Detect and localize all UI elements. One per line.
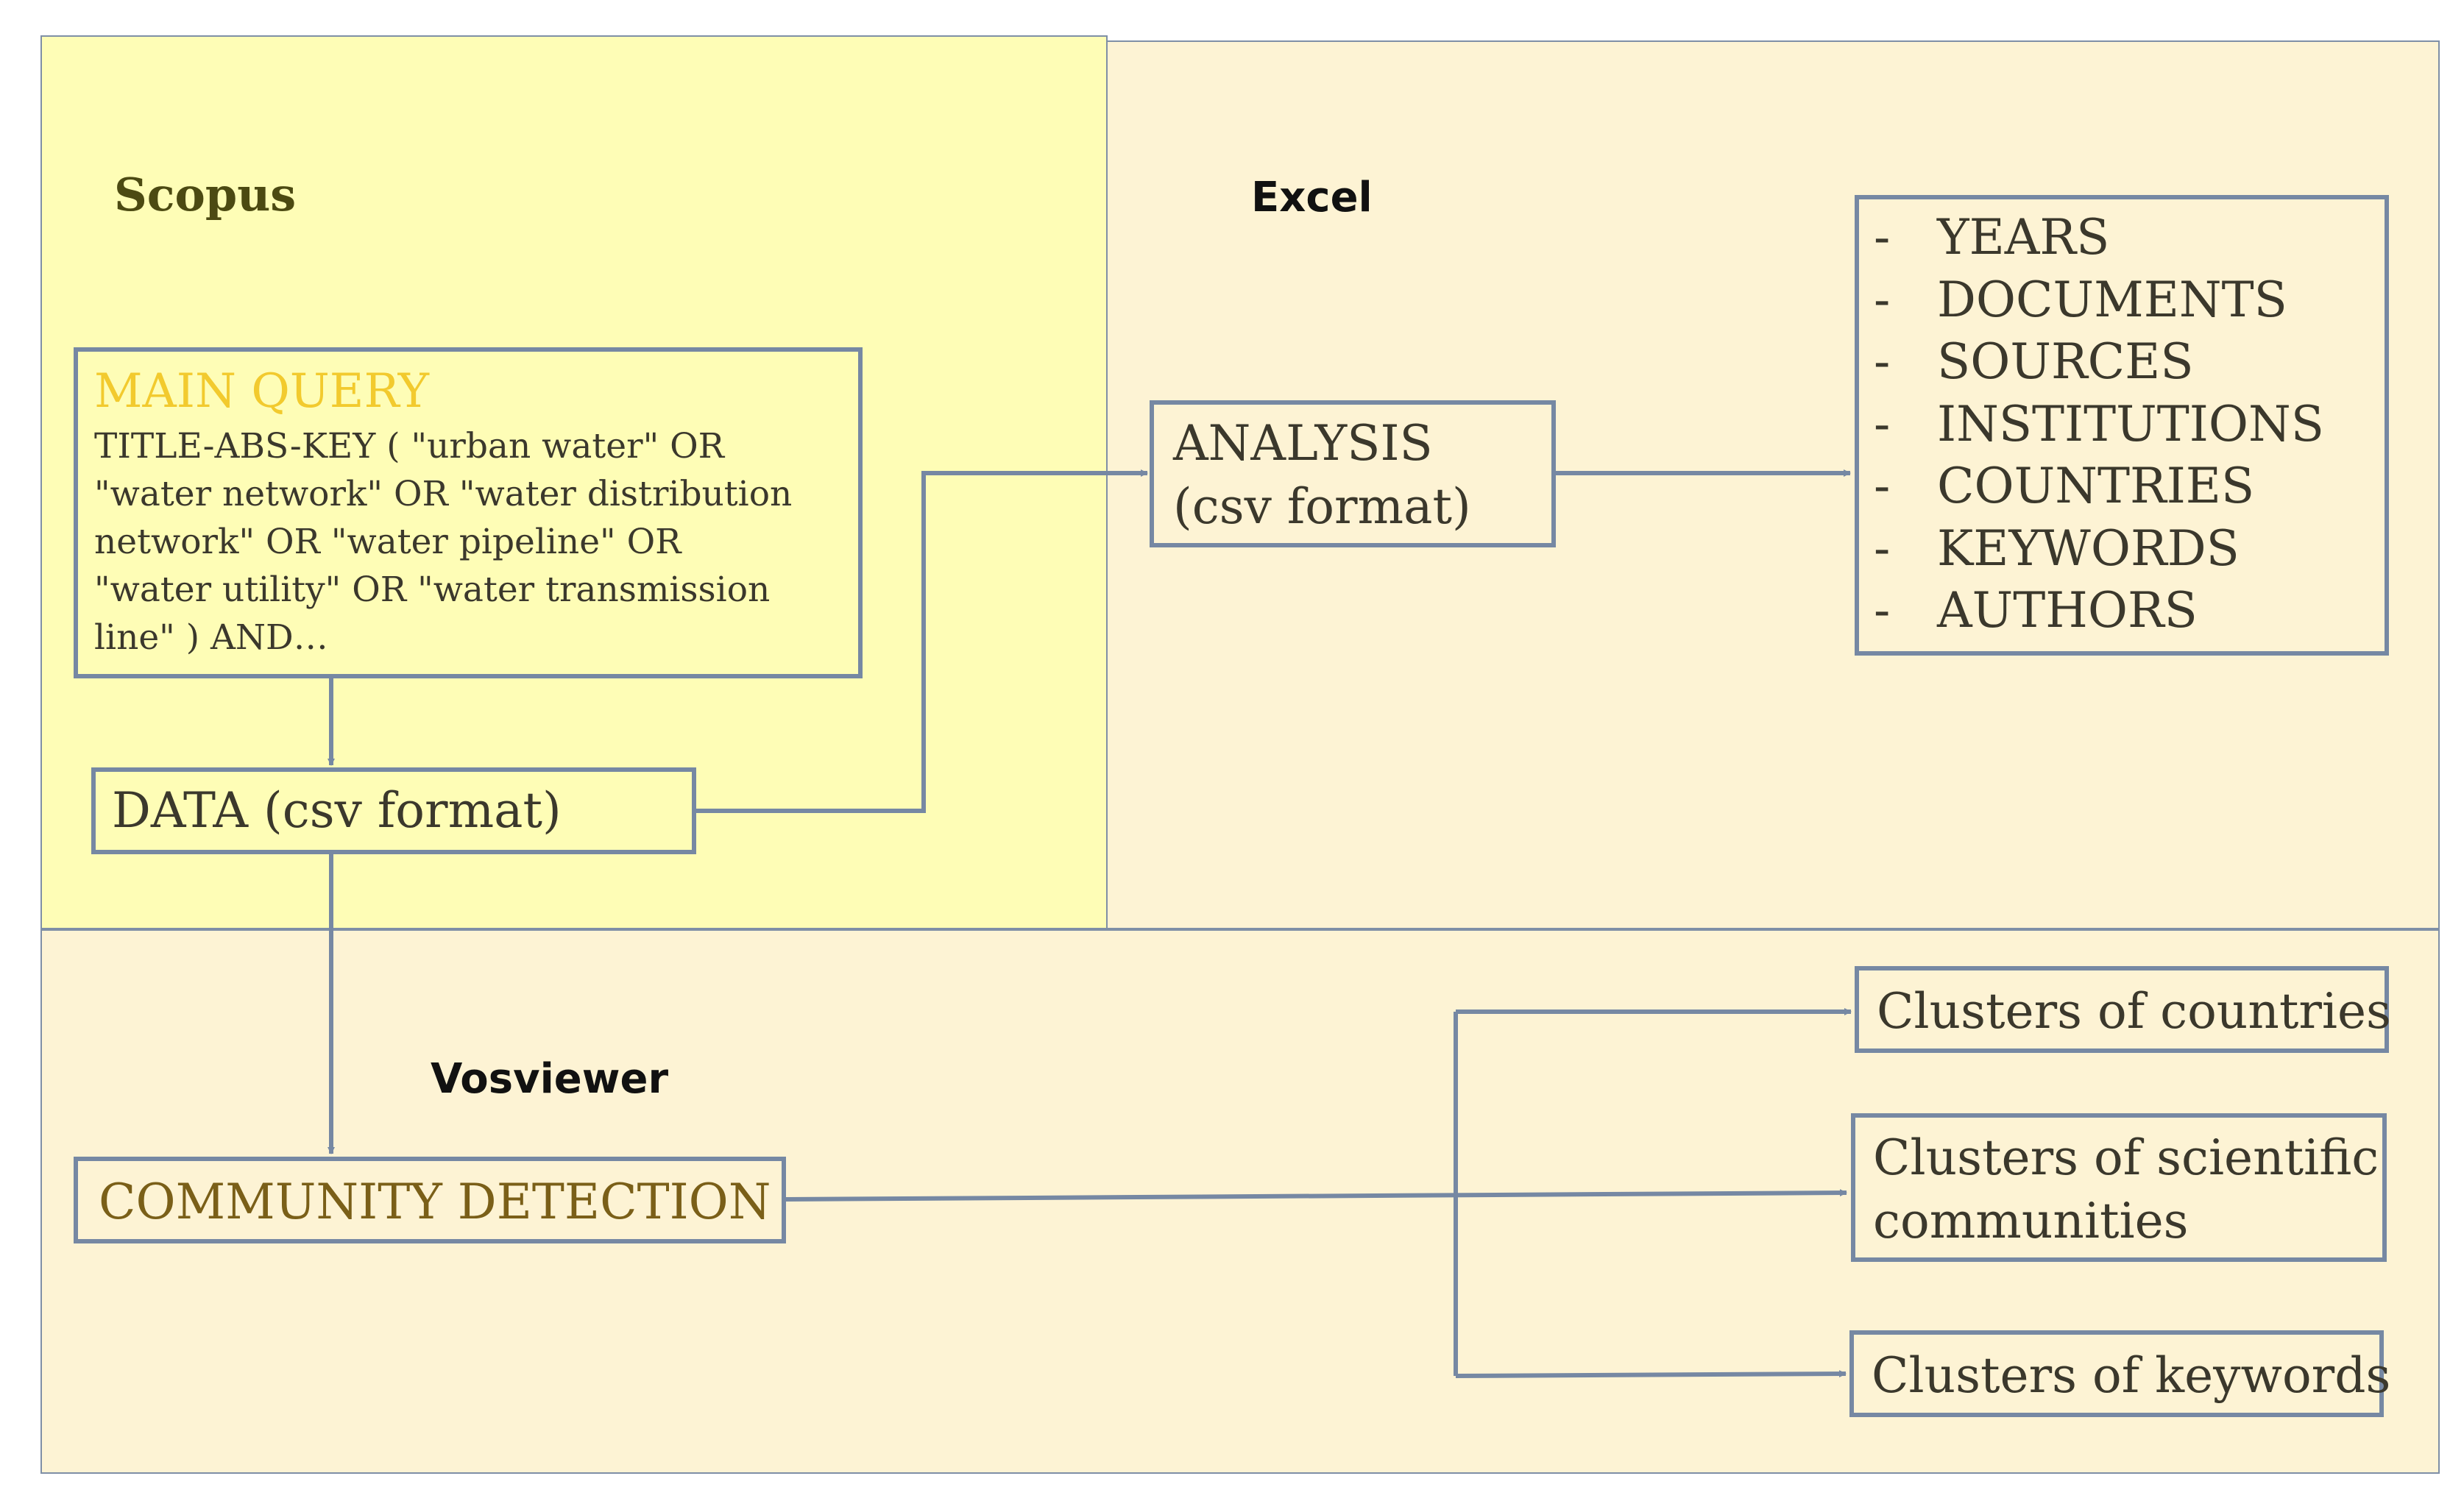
list-item: -DOCUMENTS xyxy=(1874,269,2370,332)
list-item: -KEYWORDS xyxy=(1874,518,2370,581)
clusters-keywords-box: Clusters of keywords xyxy=(1849,1330,2390,1417)
arrow-data-to-analysis xyxy=(696,469,1148,813)
list-item-documents: DOCUMENTS xyxy=(1937,271,2287,328)
scopus-title: Scopus xyxy=(114,168,297,221)
main-query-text: TITLE-ABS-KEY ( "urban water" OR "water … xyxy=(94,426,793,658)
list-item-countries: COUNTRIES xyxy=(1937,458,2255,514)
main-query-box: MAIN QUERY TITLE-ABS-KEY ( "urban water"… xyxy=(74,347,863,678)
arrow-branch-to-keywords xyxy=(1455,1370,1847,1378)
vosviewer-title: Vosviewer xyxy=(431,1055,669,1103)
list-dash: - xyxy=(1874,458,1891,514)
list-item-years: YEARS xyxy=(1937,209,2110,266)
scopus-region xyxy=(40,35,1108,929)
list-dash: - xyxy=(1874,271,1891,328)
community-detection-box: COMMUNITY DETECTION xyxy=(74,1157,786,1243)
list-item: -SOURCES xyxy=(1874,331,2370,394)
clusters-communities-line1: Clusters of scientific xyxy=(1873,1129,2379,1186)
analysis-box: ANALYSIS (csv format) xyxy=(1150,400,1556,547)
list-dash: - xyxy=(1874,395,1891,453)
clusters-countries-box: Clusters of countries xyxy=(1855,966,2391,1053)
list-dash: - xyxy=(1874,333,1891,390)
output-list-box: -YEARS -DOCUMENTS -SOURCES -INSTITUTIONS… xyxy=(1855,195,2389,656)
list-item-sources: SOURCES xyxy=(1937,333,2194,390)
excel-region xyxy=(1106,40,2440,929)
list-item: -COUNTRIES xyxy=(1874,455,2370,518)
list-item: -AUTHORS xyxy=(1874,580,2370,642)
vosviewer-region xyxy=(40,929,2440,1474)
list-item: -YEARS xyxy=(1874,207,2370,269)
list-dash: - xyxy=(1874,582,1891,639)
list-item-keywords: KEYWORDS xyxy=(1937,519,2240,577)
data-box: DATA (csv format) xyxy=(91,767,696,854)
list-dash: - xyxy=(1874,209,1891,266)
clusters-communities-box: Clusters of scientific communities xyxy=(1851,1113,2387,1262)
list-item-institutions: INSTITUTIONS xyxy=(1937,395,2324,453)
list-item-authors: AUTHORS xyxy=(1937,582,2198,639)
list-item: -INSTITUTIONS xyxy=(1874,394,2370,456)
arrow-community-to-communities xyxy=(785,1189,1847,1202)
analysis-format: (csv format) xyxy=(1173,478,1471,535)
list-dash: - xyxy=(1874,519,1891,577)
analysis-label: ANALYSIS xyxy=(1173,415,1433,472)
main-query-heading: MAIN QUERY xyxy=(94,364,429,419)
excel-title: Excel xyxy=(1251,174,1373,221)
clusters-communities-line2: communities xyxy=(1873,1193,2189,1249)
